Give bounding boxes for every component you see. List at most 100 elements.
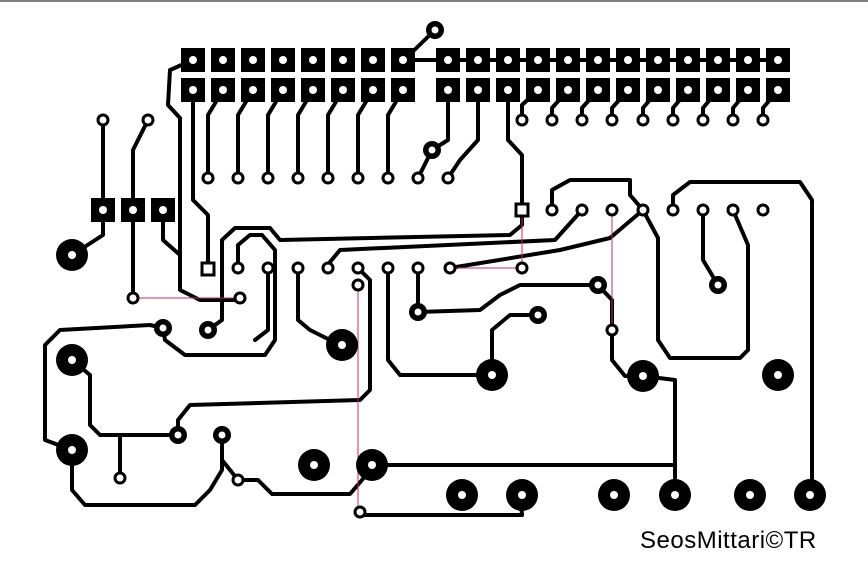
pad-hole [654, 56, 662, 64]
pad-hole [339, 56, 347, 64]
ic-pin1-pad [514, 202, 530, 218]
trace [176, 266, 372, 437]
round-pad [605, 323, 619, 337]
pad-hole [309, 56, 317, 64]
pad-hole [431, 26, 439, 34]
pad-hole [684, 86, 692, 94]
trace [386, 88, 405, 180]
round-pad [381, 171, 395, 185]
round-pad [96, 113, 110, 127]
trace [220, 458, 374, 496]
round-pad [726, 203, 740, 217]
round-pad [231, 171, 245, 185]
round-pad [351, 171, 365, 185]
pad-hole [99, 206, 107, 214]
pad-hole [534, 311, 542, 319]
pad-hole [428, 146, 436, 154]
round-pad [113, 471, 127, 485]
trace [326, 88, 345, 180]
pad-hole [806, 491, 814, 499]
pad-hole [159, 206, 167, 214]
trace [253, 266, 270, 342]
pad-hole [68, 446, 76, 454]
round-pad [441, 171, 455, 185]
big-pads [56, 21, 826, 511]
pad-hole [189, 86, 197, 94]
small-pads [96, 113, 770, 519]
pad-hole [594, 281, 602, 289]
round-pad [605, 203, 619, 217]
trace [191, 88, 210, 270]
pad-hole [189, 56, 197, 64]
round-pad [201, 171, 215, 185]
pad-hole [458, 491, 466, 499]
trace [206, 208, 524, 332]
pad-hole [414, 308, 422, 316]
pad-hole [338, 341, 346, 349]
round-pad [726, 113, 740, 127]
round-pad [666, 203, 680, 217]
pad-hole [249, 86, 257, 94]
pad-hole [774, 56, 782, 64]
pad-hole [219, 86, 227, 94]
round-pad [231, 261, 245, 275]
trace [236, 88, 255, 180]
round-pad [126, 291, 140, 305]
pad-hole [368, 461, 376, 469]
pad-hole [594, 86, 602, 94]
pad-hole [564, 56, 572, 64]
pad-hole [746, 491, 754, 499]
pad-hole [279, 56, 287, 64]
pad-hole [399, 56, 407, 64]
trace [446, 88, 480, 180]
round-pad [696, 203, 710, 217]
pad-hole [129, 206, 137, 214]
pad-hole [310, 461, 318, 469]
round-pad [231, 473, 245, 487]
pad-hole [218, 431, 226, 439]
trace [266, 88, 285, 180]
pad-hole [714, 86, 722, 94]
pad-hole [339, 86, 347, 94]
pad-hole [68, 251, 76, 259]
pad-hole [654, 86, 662, 94]
trace [296, 266, 342, 347]
pad-hole [564, 86, 572, 94]
pad-hole [444, 56, 452, 64]
pad-hole [219, 56, 227, 64]
pad-hole [744, 86, 752, 94]
pad-hole [474, 86, 482, 94]
round-pad [291, 171, 305, 185]
round-pad [351, 278, 365, 292]
pad-hole [68, 356, 76, 364]
trace [490, 313, 540, 377]
round-pad [141, 113, 155, 127]
round-pad [515, 113, 529, 127]
pad-hole [369, 86, 377, 94]
pad-hole [159, 324, 167, 332]
trace [161, 233, 277, 357]
trace [70, 118, 105, 257]
pad-hole [444, 86, 452, 94]
pad-hole [174, 431, 182, 439]
pad-hole [474, 56, 482, 64]
ic-pin1-pad [200, 261, 216, 277]
round-pad [575, 113, 589, 127]
pad-hole [684, 56, 692, 64]
pad-hole [279, 86, 287, 94]
round-pad [636, 203, 650, 217]
trace [416, 88, 450, 180]
pad-hole [774, 86, 782, 94]
round-pad [636, 113, 650, 127]
round-pad [291, 261, 305, 275]
trace [416, 283, 600, 314]
pad-hole [518, 491, 526, 499]
round-pad [353, 505, 367, 519]
trace [166, 58, 242, 302]
trace [448, 208, 645, 270]
round-pad [351, 261, 365, 275]
round-pad [756, 203, 770, 217]
round-pad [261, 171, 275, 185]
round-pad [515, 261, 529, 275]
